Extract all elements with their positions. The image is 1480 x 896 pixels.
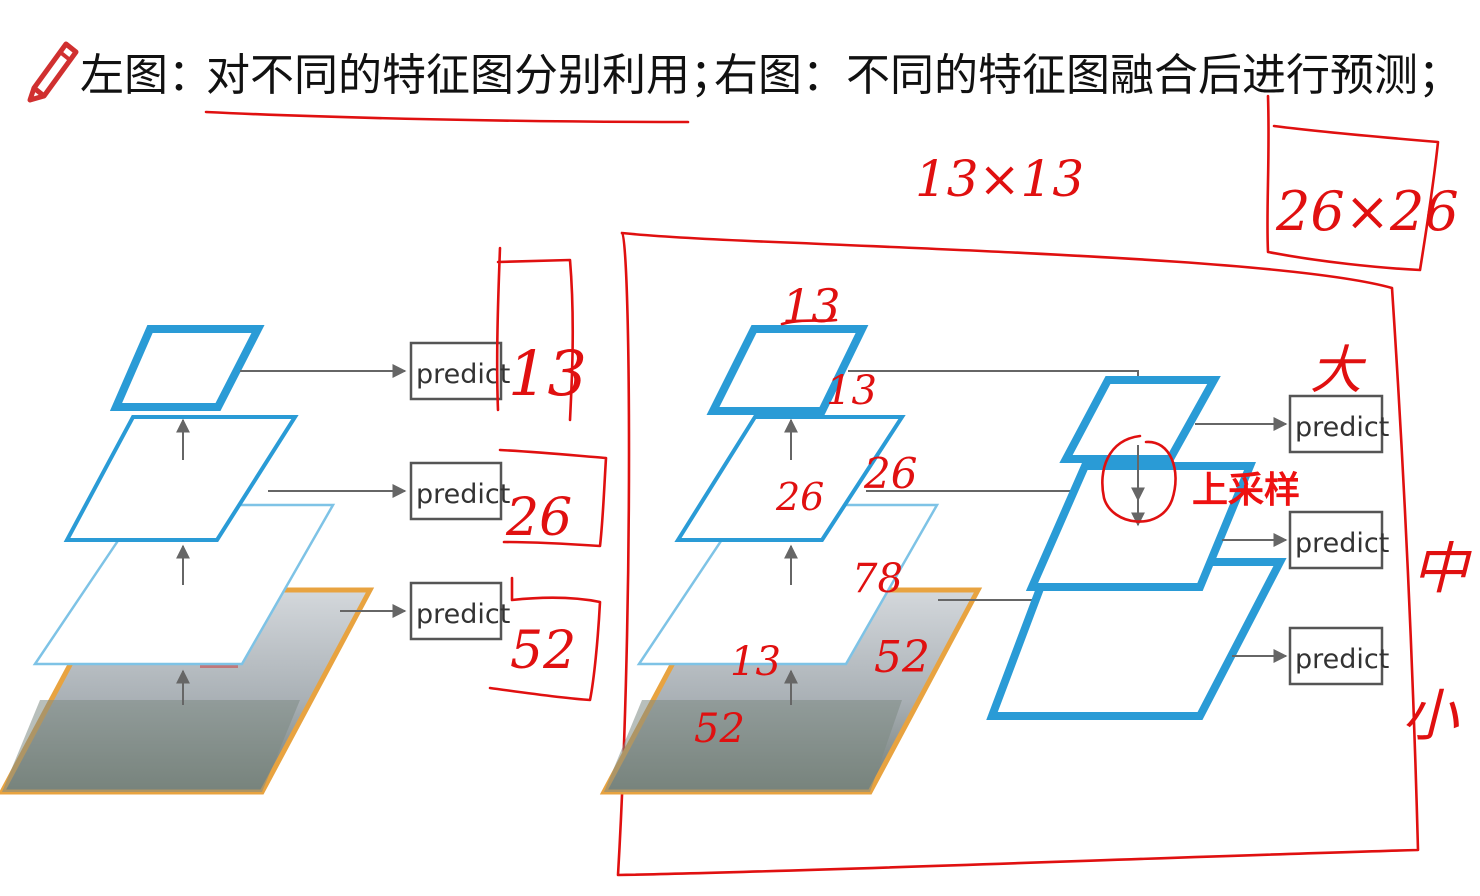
- note-layer-78: 78: [852, 556, 903, 602]
- heading-prefix: 左图：: [80, 50, 212, 101]
- heading: 左图： 对不同的特征图分别利用； 右图：不同的特征图融合后进行预测；: [27, 41, 1462, 124]
- note-26x26: 26×26: [1275, 180, 1459, 243]
- right-layer-medium: [674, 415, 906, 542]
- note-layer-13-a: 13: [782, 279, 841, 333]
- svg-text:13: 13: [508, 337, 587, 410]
- note-layer-52-b: 52: [874, 632, 930, 683]
- right-layer-small: [706, 325, 869, 415]
- right-predict-box-2: predict: [1288, 510, 1389, 570]
- left-annotation-26: 26: [498, 448, 608, 548]
- left-predict-box-2: predict: [409, 461, 510, 521]
- right-diagram: predict predict predict 上采样: [599, 325, 1389, 795]
- upsample-circle: [1101, 434, 1177, 523]
- left-predict-box-1: predict: [409, 341, 510, 401]
- note-layer-26-b: 26: [863, 449, 917, 498]
- left-annotation-13: 13: [495, 246, 587, 422]
- svg-text:predict: predict: [416, 479, 510, 510]
- svg-text:52: 52: [510, 621, 576, 681]
- note-size-large: 大: [1310, 341, 1367, 401]
- heading-right-caption: 右图：不同的特征图融合后进行预测；: [714, 50, 1462, 101]
- note-layer-13-a-underline: [780, 318, 838, 326]
- left-diagram: predict predict predict 13 26 52: [0, 246, 608, 795]
- note-size-small: 小: [1402, 684, 1460, 749]
- note-26x26-group: 26×26: [1266, 94, 1459, 272]
- right-layer-large: [636, 503, 940, 666]
- fused-layer-small: [1059, 376, 1221, 463]
- heading-underline: [204, 110, 690, 124]
- right-predict-box-1: predict: [1288, 394, 1389, 454]
- note-layer-13-c: 13: [730, 639, 781, 685]
- note-size-medium: 中: [1412, 537, 1472, 602]
- left-predict-box-3: predict: [409, 581, 510, 641]
- svg-text:predict: predict: [1295, 528, 1389, 559]
- right-predict-box-3: predict: [1288, 626, 1389, 686]
- left-layer-medium: [63, 415, 299, 542]
- left-layer-small: [109, 325, 265, 411]
- fused-layer-medium: [1025, 462, 1256, 591]
- svg-text:predict: predict: [1295, 644, 1389, 675]
- note-layer-26-a: 26: [775, 475, 824, 519]
- upsample-label: 上采样: [1192, 470, 1300, 511]
- pencil-icon: [27, 41, 79, 103]
- left-annotation-52: 52: [488, 576, 602, 702]
- note-layer-13-b: 13: [826, 368, 877, 414]
- note-13x13: 13×13: [915, 150, 1084, 208]
- svg-text:predict: predict: [1295, 412, 1389, 443]
- svg-text:predict: predict: [416, 599, 510, 630]
- right-diagram-outline: [616, 231, 1420, 877]
- heading-left-caption: 对不同的特征图分别利用；: [206, 50, 734, 101]
- svg-text:26: 26: [505, 488, 572, 548]
- note-layer-52-a: 52: [694, 706, 745, 752]
- svg-text:predict: predict: [416, 359, 510, 390]
